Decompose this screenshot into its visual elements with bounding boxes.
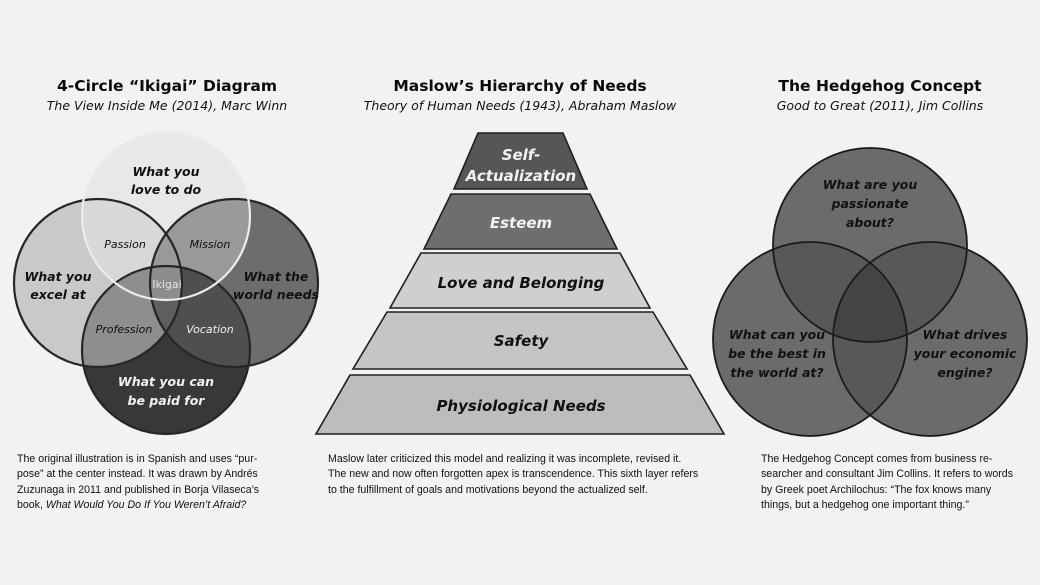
label-best-1: What can you [729,327,825,342]
hedgehog-subtitle: Good to Great (2011), Jim Collins [776,98,984,113]
label-love-belonging: Love and Belonging [438,274,605,292]
outline-world [148,197,320,369]
ikigai-note-line-4-prefix: book, [17,498,46,511]
level-safety [351,311,689,370]
label-love-2: love to do [131,182,202,197]
label-best-3: the world at? [730,365,823,380]
outline-excel [12,197,184,369]
label-vocation: Vocation [186,323,233,336]
label-ikigai-center: Ikigai [152,278,181,291]
label-love-1: What you [132,164,199,179]
ikigai-title: 4-Circle “Ikigai” Diagram [57,77,277,95]
overlap-hedgehog-center [833,242,907,342]
maslow-title: Maslow’s Hierarchy of Needs [393,77,647,95]
label-passion-1: What are you [823,177,918,192]
ikigai-note-line-2: pose” at the center instead. It was draw… [17,468,258,481]
maslow-note: Maslow later criticized this model and r… [328,452,718,498]
ikigai-venn: What you love to do What you excel at Wh… [12,130,320,436]
maslow-subtitle: Theory of Human Needs (1943), Abraham Ma… [363,98,677,113]
level-love-belonging [388,252,652,309]
ikigai-book-title: What Would You Do If You Weren’t Afraid? [45,498,247,511]
hedgehog-venn: What are you passionate about? What can … [712,147,1028,437]
label-safety: Safety [494,332,550,350]
label-paid-1: What you can [118,374,214,389]
label-passion-2: passionate [831,196,909,211]
outline-paid [80,264,252,436]
hedgehog-note-line-4: things, but a hedgehog one important thi… [761,498,969,511]
label-economic-3: engine? [937,365,992,380]
maslow-pyramid [314,132,726,435]
level-self-actualization [452,132,589,190]
label-excel-2: excel at [30,287,86,302]
hedgehog-note-line-2: searcher and consultant Jim Collins. It … [761,468,1013,481]
maslow-note-line-3: to the fulfillment of goals and motivati… [328,483,648,496]
outline-passion [772,147,968,343]
label-self-1: Self- [502,146,541,164]
ikigai-subtitle: The View Inside Me (2014), Marc Winn [46,98,288,113]
ikigai-note: The original illustration is in Spanish … [17,452,317,513]
label-economic-1: What drives [923,327,1008,342]
label-passion: Passion [104,238,146,251]
label-profession: Profession [96,323,153,336]
label-world-2: world needs [233,287,319,302]
maslow-note-line-2: The new and now often forgotten apex is … [328,468,699,481]
hedgehog-title: The Hedgehog Concept [778,77,982,95]
label-world-1: What the [244,269,309,284]
label-self-2: Actualization [465,167,576,185]
hedgehog-note-line-1: The Hedgehog Concept comes from business… [761,453,993,465]
ikigai-note-line-1: The original illustration is in Spanish … [17,453,258,465]
label-mission: Mission [190,238,231,251]
level-physiological [314,374,726,435]
level-esteem [422,193,619,250]
hedgehog-note-line-3: by Greek poet Archilochus: “The fox know… [761,483,992,496]
outline-best [712,241,908,437]
label-best-2: be the best in [728,346,826,361]
maslow-labels: Self- Actualization Esteem Love and Belo… [436,146,605,415]
label-passion-3: about? [846,215,894,230]
outline-economic [832,241,1028,437]
label-esteem: Esteem [490,214,552,232]
ikigai-note-line-3: Zuzunaga in 2011 and published in Borja … [17,483,260,496]
label-economic-2: your economic [914,346,1017,361]
label-paid-2: be paid for [128,393,206,408]
ikigai-note-line-4: book, What Would You Do If You Weren’t A… [17,498,317,513]
label-excel-1: What you [24,269,91,284]
outline-love [80,130,252,302]
maslow-note-line-1: Maslow later criticized this model and r… [328,453,682,465]
hedgehog-note: The Hedgehog Concept comes from business… [761,452,1036,513]
label-physiological: Physiological Needs [436,397,605,415]
